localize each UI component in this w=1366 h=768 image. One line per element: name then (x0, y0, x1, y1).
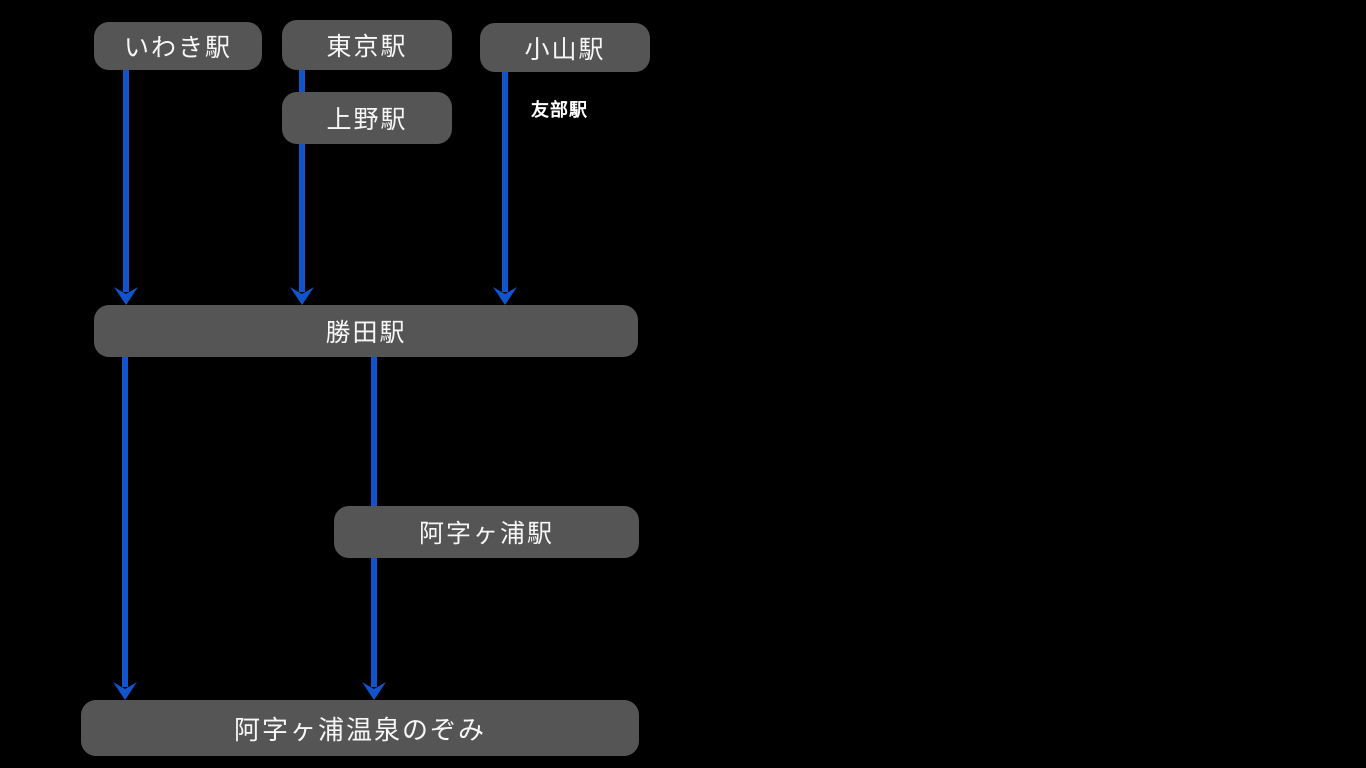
edge-katsuta-to-nozomi-line (122, 357, 128, 687)
arrow-down-icon (113, 682, 137, 700)
node-ajigaura-onsen-nozomi: 阿字ヶ浦温泉のぞみ (81, 700, 639, 756)
arrow-down-icon (290, 287, 314, 305)
edge-iwaki-to-katsuta-line (123, 70, 129, 292)
edge-oyama-via-tomobe-to-katsuta-line (502, 72, 508, 292)
node-ueno-station: 上野駅 (282, 92, 452, 144)
node-oyama-station: 小山駅 (480, 23, 650, 72)
label-tomobe-station: 友部駅 (531, 100, 588, 120)
node-katsuta-station: 勝田駅 (94, 305, 638, 357)
node-tokyo-station: 東京駅 (282, 20, 452, 70)
arrow-down-icon (114, 287, 138, 305)
node-ajigaura-station: 阿字ヶ浦駅 (334, 506, 639, 558)
node-iwaki-station: いわき駅 (94, 22, 262, 70)
edge-tokyo-via-ueno-to-katsuta-line (299, 70, 305, 292)
arrow-down-icon (493, 287, 517, 305)
arrow-down-icon (362, 682, 386, 700)
